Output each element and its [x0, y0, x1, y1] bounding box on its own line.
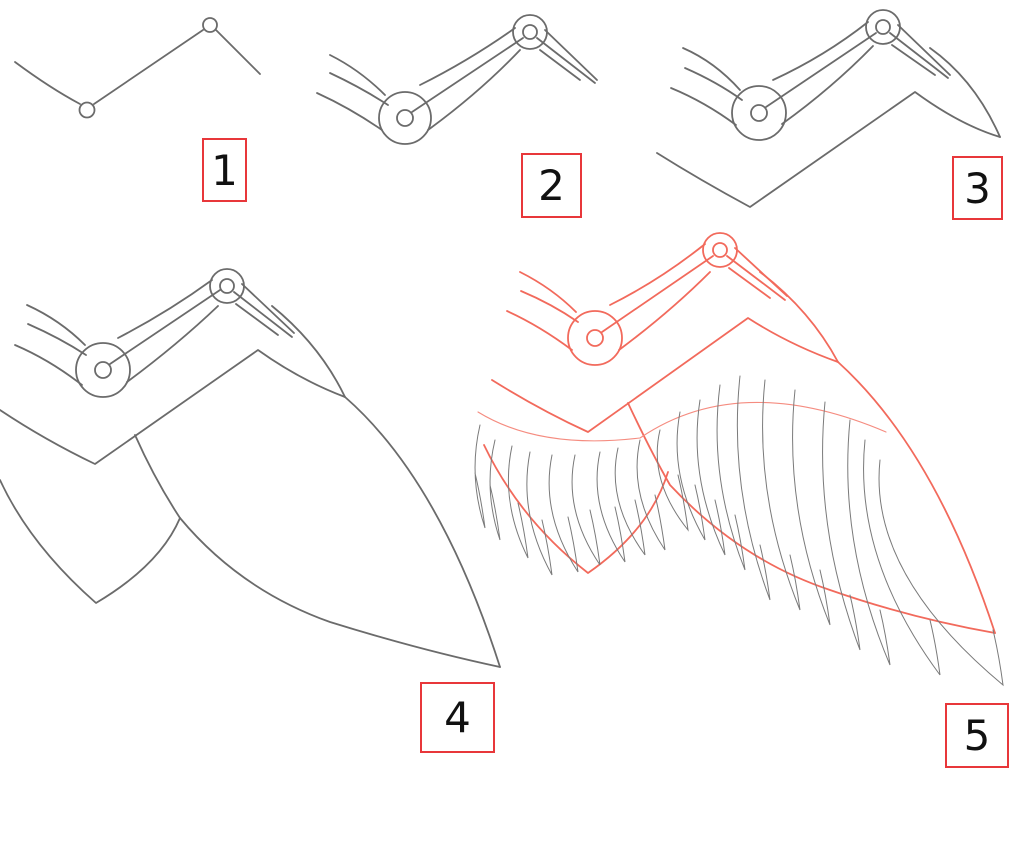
step-5-drawing: [474, 232, 1004, 687]
feather-stroke: [676, 411, 706, 541]
feather-stroke: [507, 445, 529, 559]
step-1-drawing: [14, 17, 261, 119]
step-2-drawing: [316, 14, 598, 145]
feather-stroke: [636, 439, 666, 551]
feather-stroke: [596, 451, 626, 563]
feather-stroke: [571, 454, 601, 566]
feather-stroke: [847, 419, 891, 666]
feather-stroke: [526, 451, 553, 576]
feather-stroke: [716, 384, 746, 571]
feather-stroke: [696, 399, 726, 556]
feather-stroke: [792, 389, 831, 626]
feather-stroke: [614, 447, 646, 556]
step-4-drawing: [0, 268, 501, 668]
step-label-3: 3: [952, 156, 1003, 220]
feather-stroke: [548, 454, 579, 573]
feather-stroke: [474, 424, 486, 529]
feather-stroke: [822, 401, 861, 651]
feather-stroke: [863, 439, 941, 676]
feather-stroke: [656, 429, 689, 532]
step-label-1: 1: [202, 138, 247, 202]
step-3-drawing: [656, 9, 1001, 208]
step-label-4: 4: [420, 682, 495, 753]
feather-stroke: [762, 379, 801, 611]
step-label-2: 2: [521, 153, 582, 218]
feather-stroke: [878, 459, 1004, 687]
step-label-5: 5: [945, 703, 1009, 768]
feather-stroke: [736, 375, 771, 601]
feather-stroke: [489, 439, 501, 541]
